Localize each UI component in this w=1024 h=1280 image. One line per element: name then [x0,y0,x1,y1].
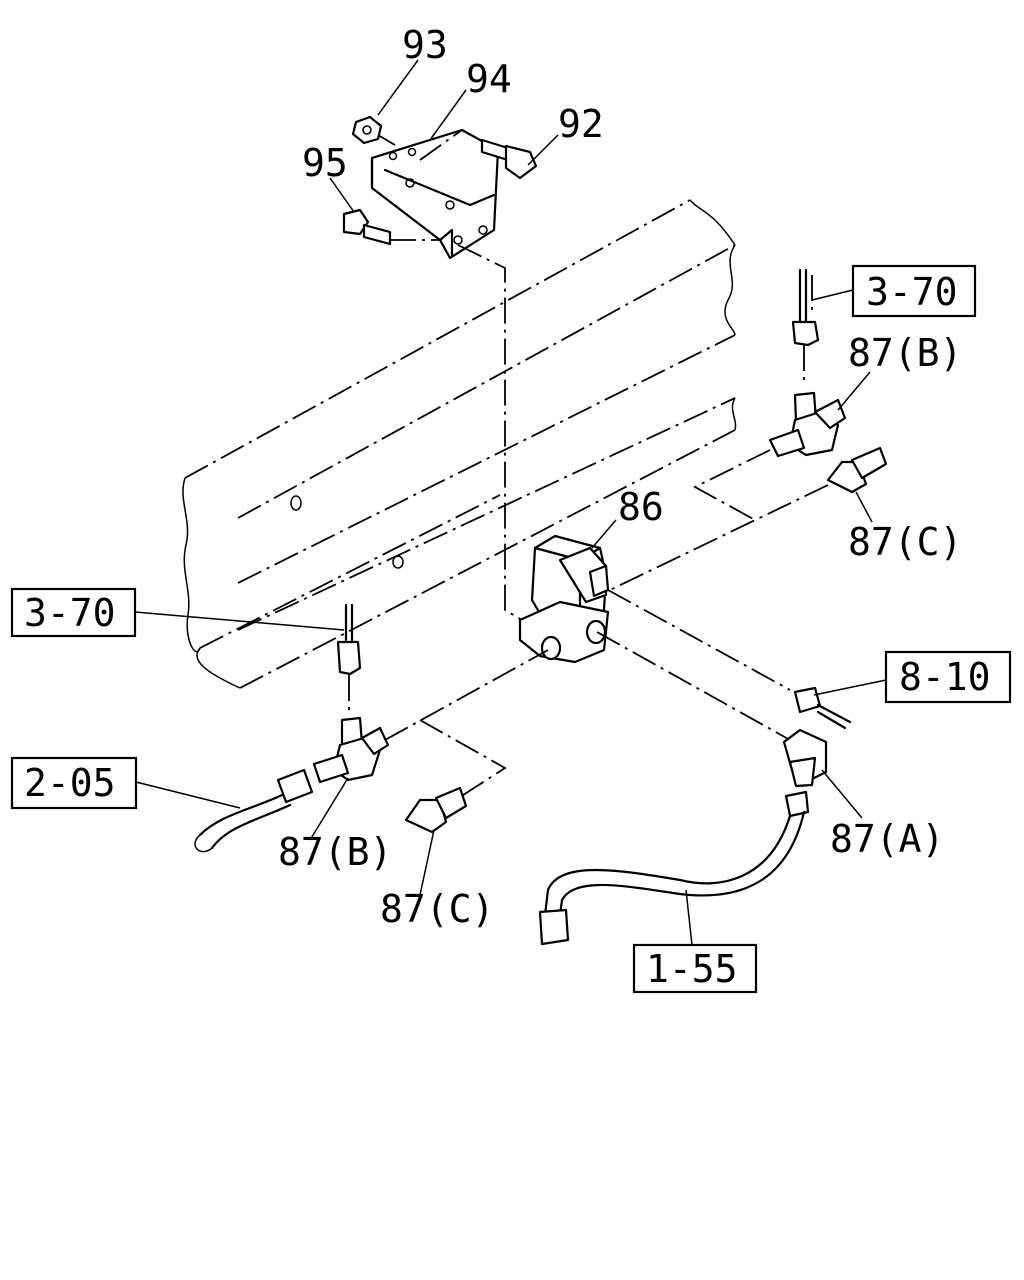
callout-87c-left: 87(C) [380,887,494,931]
callout-86: 86 [618,485,664,529]
bolt-92 [419,129,538,180]
ref-box-8-10 [884,650,1012,704]
ref-1-55[interactable]: 1-55 [646,947,738,991]
fitting-87c-right [609,446,888,591]
bracket-94 [370,128,500,260]
fitting-87c-left [404,786,468,834]
callout-94: 94 [466,57,512,101]
connector-8-10 [607,589,852,730]
elbow-87a [596,631,828,788]
bolt-95 [342,208,440,246]
tee-fitting-87b-left [312,603,549,811]
hose-1-55 [538,790,810,946]
centerline-bracket-valve [457,244,523,621]
hose-2-05 [194,768,314,853]
callout-87c-right: 87(C) [848,520,962,564]
ref-3-70-left[interactable]: 3-70 [24,591,116,635]
ref-box-2-05 [10,756,138,810]
tee-fitting-87b-right [693,268,847,521]
callout-87b-right: 87(B) [848,331,962,375]
callout-93: 93 [402,23,448,67]
ref-8-10[interactable]: 8-10 [899,655,991,699]
callout-leaders [134,59,887,946]
callout-92: 92 [558,102,604,146]
ref-3-70-right[interactable]: 3-70 [866,270,958,314]
ref-box-1-55 [632,943,758,994]
ref-2-05[interactable]: 2-05 [24,761,116,805]
frame-rail [182,199,737,689]
ref-box-3-70-left [10,587,137,638]
nut-93 [351,115,396,146]
callout-95: 95 [302,141,348,185]
callout-87a: 87(A) [830,817,944,861]
ref-box-3-70-right [851,264,977,318]
solenoid-valve-86 [518,534,610,664]
callout-87b-left: 87(B) [278,830,392,874]
